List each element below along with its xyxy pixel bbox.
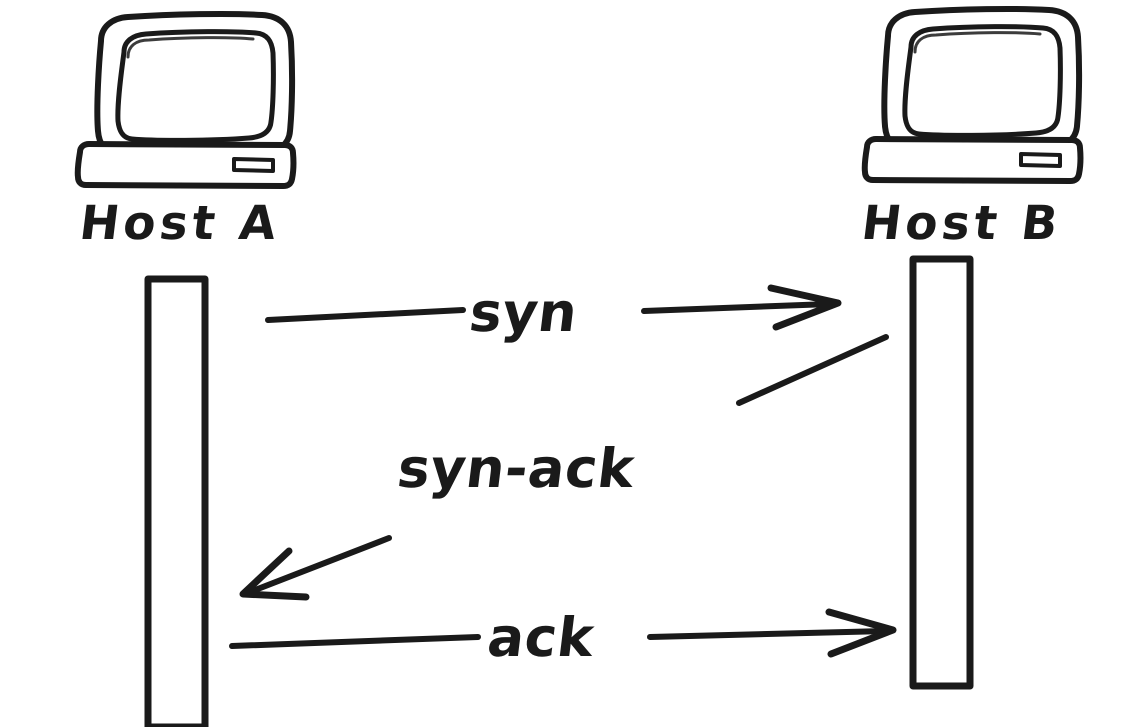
host-b-computer-icon (861, 5, 1084, 184)
ack-message-label: ack (484, 606, 598, 669)
syn-message-arrow (265, 284, 842, 331)
host-a-computer-icon (74, 10, 297, 189)
syn-ack-message-label: syn-ack (394, 437, 639, 500)
host-b-lifeline (909, 255, 974, 690)
host-a-lifeline (144, 275, 209, 727)
ack-message-arrow (229, 608, 897, 658)
syn-message-label: syn (466, 281, 582, 344)
syn-ack-message-arrow (239, 334, 889, 601)
host-a-label: Host A (76, 196, 284, 251)
host-b-label: Host B (858, 196, 1066, 251)
